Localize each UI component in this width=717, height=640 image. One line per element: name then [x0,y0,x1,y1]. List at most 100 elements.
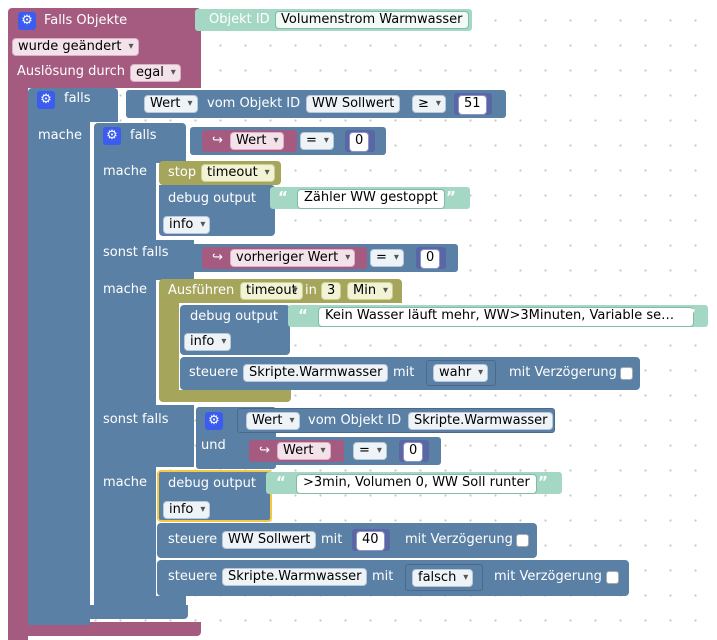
gear-icon[interactable]: ⚙ [37,91,55,109]
text-block[interactable]: “ >3min, Volumen 0, WW Soll runter ” [266,472,562,494]
with-label: mit [372,569,394,584]
number-block[interactable]: 51 [454,93,492,115]
trigger-value-dropdown[interactable]: egal [130,64,181,82]
number-field[interactable]: 0 [349,132,370,152]
number-block[interactable]: 40 [352,529,390,551]
delay-checkbox[interactable] [606,571,619,584]
value-dropdown[interactable]: Wert [144,95,198,113]
trigger-block-bottom [8,622,201,636]
execute-label: Ausführen [168,283,235,298]
outer-condition-block[interactable]: Wert vom Objekt ID WW Sollwert ≥ 51 [126,90,506,118]
number-field[interactable]: 0 [420,249,441,269]
delay-checkbox[interactable] [620,367,633,380]
quote-open-icon: “ [276,473,286,491]
object-field[interactable]: WW Sollwert [306,95,401,113]
set-label: steuere [168,569,218,584]
debug-level-dropdown[interactable]: info [163,501,211,519]
inner-if-frame-left [94,160,156,610]
inner-condition-1[interactable]: ↪ Wert = 0 [190,127,386,155]
delay-unit-dropdown[interactable]: Min [347,282,394,300]
number-block[interactable]: 0 [399,440,429,462]
number-field[interactable]: 40 [356,531,385,551]
object-id-field[interactable]: Volumenstrom Warmwasser [275,11,469,29]
of-object-label: vom Objekt ID [207,96,301,111]
value-dropdown[interactable]: Wert [277,442,331,460]
text-field[interactable]: Kein Wasser läuft mehr, WW>3Minuten, Var… [318,307,694,327]
object-id-label: Objekt ID [209,12,270,27]
delay-number-field[interactable]: 3 [321,282,342,300]
debug-level-dropdown[interactable]: info [184,333,232,351]
inner-do-label: mache [103,282,148,297]
set-state-block[interactable]: steuere Skripte.Warmwasser mit falsch mi… [157,560,629,596]
boolean-block[interactable]: falsch [405,564,483,591]
outer-do-label: mache [38,128,83,143]
timer-name-dropdown[interactable]: timeout [240,282,303,300]
and-label: und [201,438,226,453]
trigger-label: Auslösung durch [17,64,126,79]
object-id-block[interactable]: Objekt ID Volumenstrom Warmwasser [195,9,472,31]
quote-open-icon: “ [278,188,288,206]
text-field[interactable]: Zähler WW gestoppt [297,189,445,209]
of-object-label: vom Objekt ID [308,413,402,428]
delay-label: mit Verzögerung [405,532,513,547]
number-block[interactable]: 0 [345,130,375,152]
set-object-field[interactable]: Skripte.Warmwasser [222,568,368,586]
variable-block[interactable]: ↪ Wert [202,130,297,152]
elseif-label: sonst falls [103,412,169,427]
execute-timeout-bottom [159,390,291,402]
operator-dropdown[interactable]: ≥ [412,95,446,113]
gear-icon[interactable]: ⚙ [205,412,223,430]
value-of-object-block[interactable]: Wert vom Objekt ID Skripte.Warmwasser [237,408,555,433]
inner-do-label: mache [103,475,148,490]
value-dropdown[interactable]: Wert [246,412,300,430]
set-state-block[interactable]: steuere Skripte.Warmwasser mit wahr mit … [180,357,640,390]
outer-if-label: falls [64,91,91,106]
delay-label: mit Verzögerung [509,365,617,380]
gear-icon[interactable]: ⚙ [103,127,121,145]
boolean-dropdown[interactable]: falsch [412,569,474,587]
inner-condition-2[interactable]: ↪ vorheriger Wert = 0 [190,244,458,272]
compare-block[interactable]: ↪ Wert = 0 [237,437,441,465]
delay-label: mit Verzögerung [494,569,602,584]
object-field[interactable]: Skripte.Warmwasser [408,412,554,430]
gear-icon[interactable]: ⚙ [18,12,36,30]
text-block[interactable]: “ Zähler WW gestoppt ” [270,187,470,209]
text-block[interactable]: “ Kein Wasser läuft mehr, WW>3Minuten, V… [288,305,708,327]
number-block[interactable]: 0 [416,247,446,269]
boolean-block[interactable]: wahr [426,360,496,386]
debug-output-block-selected[interactable]: debug output info [157,470,272,522]
debug-level-dropdown[interactable]: info [163,216,211,234]
trigger-title: Falls Objekte [44,13,128,28]
operator-dropdown[interactable]: = [353,442,387,460]
value-dropdown[interactable]: vorheriger Wert [230,249,356,267]
trigger-block-frame-left [8,80,28,640]
variable-block[interactable]: ↪ vorheriger Wert [202,247,367,269]
operator-dropdown[interactable]: = [300,132,334,150]
change-mode-dropdown[interactable]: wurde geändert [12,38,139,56]
inner-if-label: falls [130,128,157,143]
elseif1-row [94,240,194,280]
operator-dropdown[interactable]: = [370,249,404,267]
arrow-icon: ↪ [212,133,223,148]
debug-output-block[interactable]: debug output info [180,305,290,355]
set-label: steuere [168,532,218,547]
quote-close-icon: ” [538,473,548,491]
debug-output-label: debug output [168,476,257,491]
set-object-field[interactable]: WW Sollwert [222,531,317,549]
variable-block[interactable]: ↪ Wert [249,440,344,462]
elseif-label: sonst falls [103,245,169,260]
number-field[interactable]: 51 [458,95,487,115]
debug-output-block[interactable]: debug output info [159,185,275,236]
set-object-field[interactable]: Skripte.Warmwasser [243,364,389,382]
value-dropdown[interactable]: Wert [230,132,284,150]
with-label: mit [393,365,415,380]
set-state-block[interactable]: steuere WW Sollwert mit 40 mit Verzögeru… [157,523,537,558]
text-field[interactable]: >3min, Volumen 0, WW Soll runter [296,474,537,494]
execute-timeout-block[interactable]: Ausführen timeout in 3 Min [159,279,402,303]
stop-timer-dropdown[interactable]: timeout [201,164,275,182]
outer-if-frame-left [28,120,90,625]
delay-checkbox[interactable] [516,534,529,547]
number-field[interactable]: 0 [403,442,424,462]
boolean-dropdown[interactable]: wahr [433,364,489,382]
stop-timer-block[interactable]: stop timeout [159,161,281,185]
